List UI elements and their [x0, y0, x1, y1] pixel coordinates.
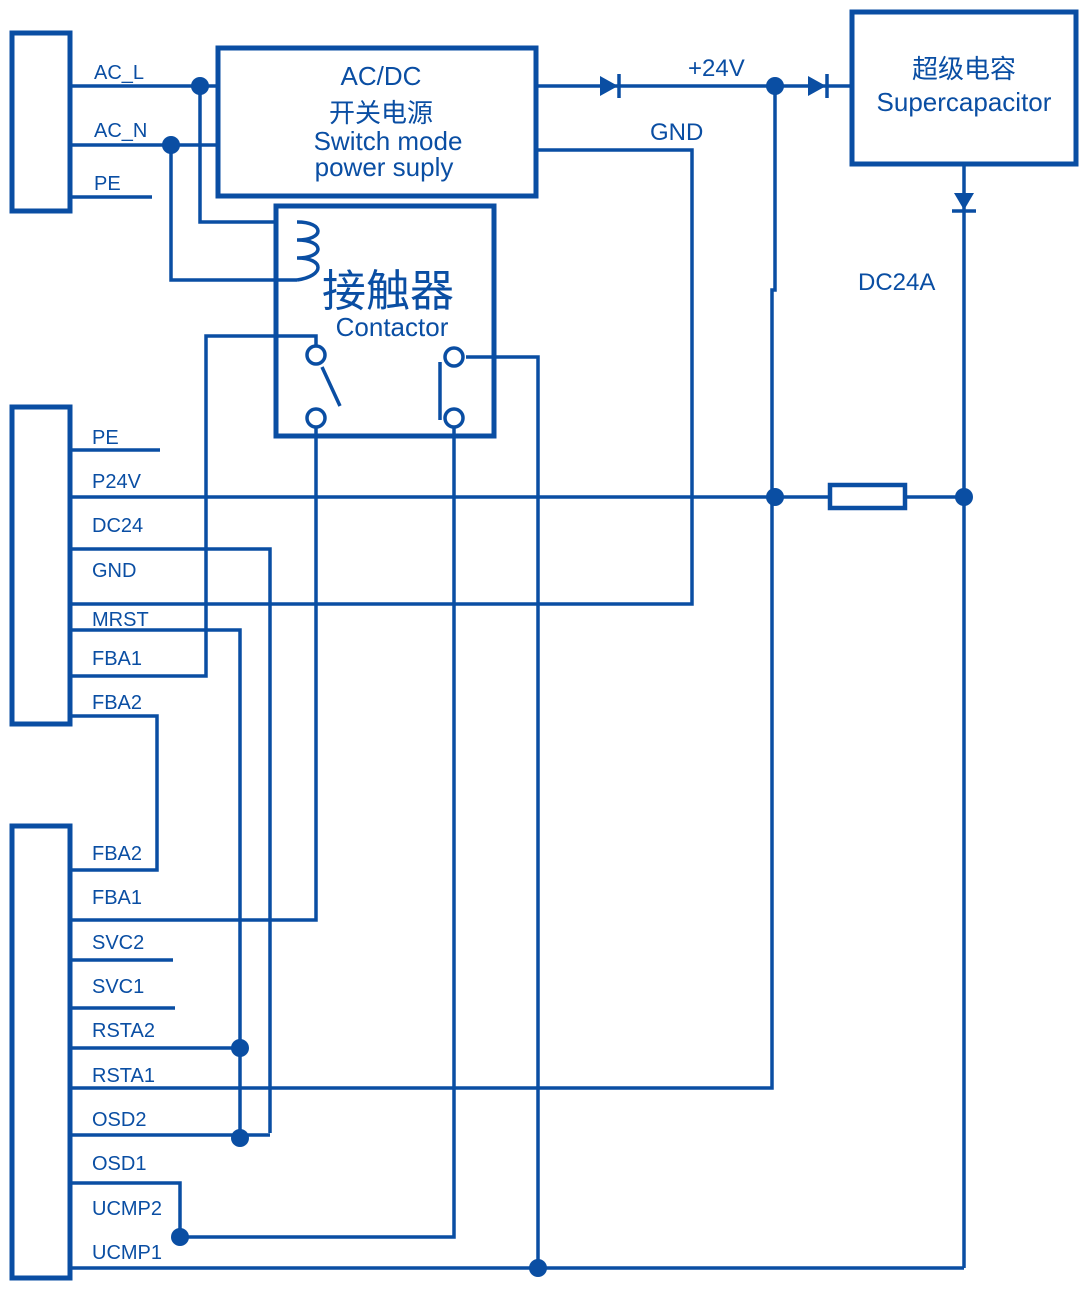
pin-label: UCMP2	[92, 1198, 162, 1220]
pin-label: GND	[92, 560, 136, 582]
diode-1	[600, 74, 621, 98]
connector-3	[9, 823, 73, 1281]
contactor-en-label: Contactor	[336, 312, 449, 342]
pin-label: UCMP1	[92, 1242, 162, 1264]
pin-label: OSD1	[92, 1153, 146, 1175]
pin-label: AC_N	[94, 120, 147, 142]
pin-label: P24V	[92, 471, 142, 493]
psu-cn-label: 开关电源	[329, 98, 433, 128]
pin-label: MRST	[92, 609, 149, 631]
pin-label: FBA1	[92, 648, 142, 670]
psu-en-line2: power suply	[315, 152, 454, 182]
diode-2	[808, 74, 829, 98]
pin-label: FBA1	[92, 887, 142, 909]
dc24a-label: DC24A	[858, 269, 935, 296]
supercap-cn-label: 超级电容	[912, 54, 1016, 84]
contact-terminal	[305, 407, 327, 429]
pin-label: PE	[94, 173, 121, 195]
pin-label: FBA2	[92, 843, 142, 865]
connector-2	[9, 404, 73, 727]
pin-label: SVC1	[92, 976, 144, 998]
fuse	[827, 482, 908, 511]
v24-label: +24V	[688, 55, 745, 82]
psu-box	[215, 45, 539, 199]
contactor-cn-label: 接触器	[322, 267, 454, 316]
pin-label: AC_L	[94, 62, 144, 84]
psu-en-line1: Switch mode	[314, 126, 463, 156]
pin-label: DC24	[92, 515, 143, 537]
diode-3	[952, 193, 976, 213]
junctions	[162, 77, 973, 1277]
contact-terminal	[443, 407, 465, 429]
contact-terminal	[305, 344, 327, 366]
contactor-box	[273, 203, 497, 439]
wires	[70, 84, 966, 1270]
pin-label: FBA2	[92, 692, 142, 714]
pin-label: SVC2	[92, 932, 144, 954]
pin-label: RSTA1	[92, 1065, 155, 1087]
pin-label: RSTA2	[92, 1020, 155, 1042]
supercap-en-label: Supercapacitor	[877, 87, 1052, 117]
contact-terminal	[443, 346, 465, 368]
psu-title: AC/DC	[341, 61, 422, 91]
pin-label: OSD2	[92, 1109, 146, 1131]
pin-label: PE	[92, 427, 119, 449]
gnd-label: GND	[650, 119, 703, 146]
connector-1	[9, 30, 73, 214]
